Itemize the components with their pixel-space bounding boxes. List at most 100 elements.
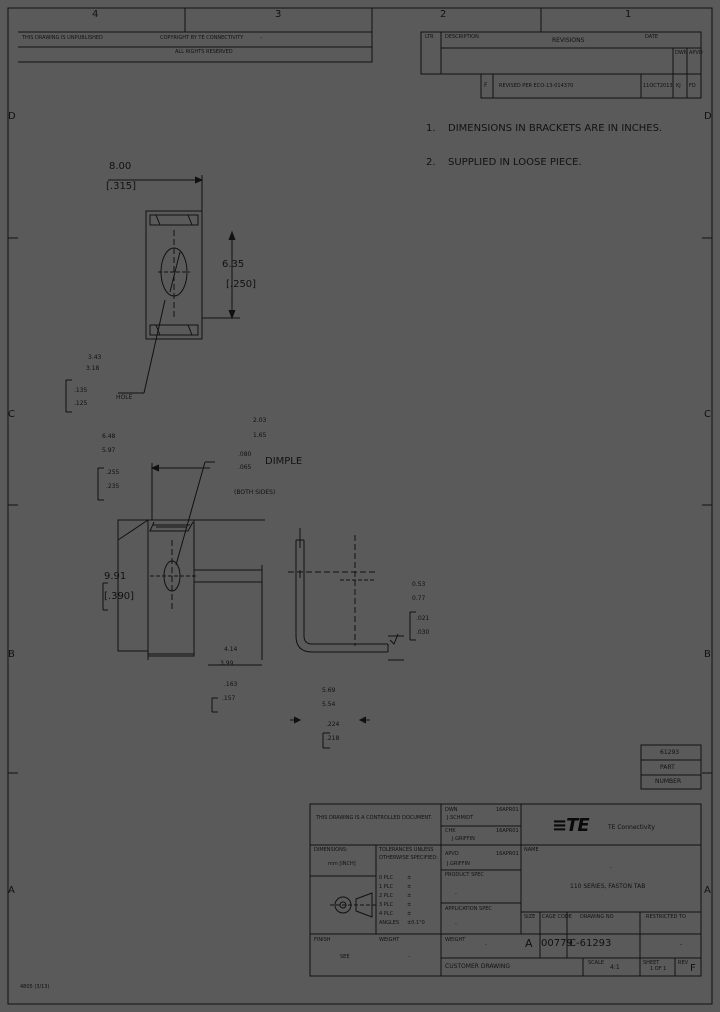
thickness-in-min: .030 <box>416 629 430 636</box>
drawing-number: C-61293 <box>569 938 612 949</box>
company-name: TE Connectivity <box>608 824 655 831</box>
thickness-in-max: .021 <box>416 615 430 622</box>
tol-row-value: ±0.1°0 <box>407 920 425 926</box>
finish-value: SEE <box>340 954 350 960</box>
zone-right-c: C <box>704 409 711 420</box>
height-mm-max: 5.69 <box>322 687 336 694</box>
drawing-title: 110 SERIES, FASTON TAB <box>570 883 646 890</box>
note-1: DIMENSIONS IN BRACKETS ARE IN INCHES. <box>448 123 663 134</box>
front-view <box>97 461 265 666</box>
both-sides-label: (BOTH SIDES) <box>234 489 276 496</box>
drawing-no-label: DRAWING NO <box>580 914 614 920</box>
part-number-box <box>640 744 702 790</box>
part-number-line2: PART <box>660 764 675 771</box>
app-spec-value: - <box>455 921 457 927</box>
tol-row-label: 4 PLC <box>379 911 394 917</box>
hole-mm-max: 3.43 <box>88 354 102 361</box>
rev-row-desc: REVISED PER ECO-13-014370 <box>499 83 574 89</box>
l2-mm-max: 4.14 <box>224 646 238 653</box>
note-2: SUPPLIED IN LOOSE PIECE. <box>448 157 582 168</box>
title-block-lines <box>309 803 702 977</box>
sheet-value: 1 OF 1 <box>650 966 667 972</box>
zone-top-2: 2 <box>440 9 447 20</box>
part-number: 61293 <box>660 749 680 756</box>
revisions-title: REVISIONS <box>552 37 585 44</box>
height-in-max: .224 <box>326 721 340 728</box>
l2-in-min: .157 <box>222 695 236 702</box>
height-mm-min: 5.54 <box>322 701 336 708</box>
zone-top-3: 3 <box>275 9 282 20</box>
hole-in-max: .135 <box>74 387 88 394</box>
sheet-label: SHEET <box>643 960 660 966</box>
chk-value: J.GRIFFIN <box>452 836 475 842</box>
tol-row-value: ± <box>407 884 412 890</box>
thickness-mm-min: 0.77 <box>412 595 426 602</box>
rev-row-ltr: F <box>484 82 488 89</box>
tol-row-label: 2 PLC <box>379 893 394 899</box>
tol-row-label: ANGLES <box>379 920 400 926</box>
bend-view <box>211 528 416 749</box>
app-spec-label: APPLICATION SPEC <box>445 906 492 912</box>
zone-top-1: 1 <box>625 9 632 20</box>
hole-in-min: .125 <box>74 400 88 407</box>
dim-width-in: [.315] <box>106 181 137 192</box>
zone-left-b: B <box>8 649 15 660</box>
tol-row-label: 1 PLC <box>379 884 394 890</box>
name-dash: - <box>610 865 612 871</box>
cage-value: 00779 <box>541 938 573 949</box>
header-line2: COPYRIGHT BY TE CONNECTIVITY <box>160 35 244 41</box>
appd-label: APVD <box>445 851 459 857</box>
rev-col-date: DATE <box>645 34 659 40</box>
zone-top-4: 4 <box>92 9 99 20</box>
rev-label: REV <box>678 960 689 966</box>
w-mm-min: 5.97 <box>102 447 116 454</box>
scale-label: SCALE <box>588 960 605 966</box>
dimple-mm-min: 1.65 <box>253 432 267 439</box>
date-appd: 16APR01 <box>496 851 519 857</box>
thickness-mm-max: 0.53 <box>412 581 426 588</box>
chk-label: CHK <box>445 828 456 834</box>
zone-left-a: A <box>8 885 15 896</box>
dwn-value: J.SCHMIDT <box>447 815 474 821</box>
scale-value: 4:1 <box>610 964 620 971</box>
dim-width-mm: 8.00 <box>109 161 132 172</box>
dimensions-label: DIMENSIONS: <box>314 847 348 853</box>
finish-label: FINISH <box>314 937 331 943</box>
cage-label: CAGE CODE <box>542 914 572 920</box>
rev-col-apvd: APVD <box>689 50 703 56</box>
tol-row-value: ± <box>407 875 412 881</box>
rev-col-dwn: DWN <box>675 50 688 56</box>
dimple-in-min: .065 <box>238 464 252 471</box>
product-spec-label: PRODUCT SPEC <box>445 872 484 878</box>
zone-right-a: A <box>704 885 711 896</box>
weight-label-2: WEIGHT <box>445 937 466 943</box>
name-label: NAME <box>524 847 539 853</box>
w-in-min: .235 <box>106 483 120 490</box>
rev-value: F <box>690 963 696 974</box>
restricted-value: - <box>680 941 683 948</box>
part-number-line3: NUMBER <box>655 778 682 785</box>
note-2-number: 2. <box>426 157 436 168</box>
weight-label: WEIGHT <box>379 937 400 943</box>
tol-row-value: ± <box>407 902 412 908</box>
top-view <box>65 175 240 413</box>
hole-mm-min: 3.18 <box>86 365 100 372</box>
w-in-max: .255 <box>106 469 120 476</box>
restricted-label: RESTRICTED TO <box>646 914 686 920</box>
rev-row-dwn: KJ <box>676 83 681 89</box>
appd-value: J.GRIFFIN <box>447 861 470 867</box>
tol-row-label: 3 PLC <box>379 902 394 908</box>
dimensions-value: mm [INCH] <box>328 861 356 867</box>
header-dash: - <box>260 35 262 41</box>
zone-right-b: B <box>704 649 711 660</box>
controlled-doc: THIS DRAWING IS A CONTROLLED DOCUMENT. <box>316 815 433 821</box>
product-spec-value: - <box>455 891 457 897</box>
tol-row-value: ± <box>407 893 412 899</box>
te-logo: ≡TE <box>552 815 590 836</box>
dimple-in-max: .080 <box>238 451 252 458</box>
tol-row-label: 0 PLC <box>379 875 394 881</box>
dimple-label: DIMPLE <box>265 456 303 467</box>
w-mm-max: 6.48 <box>102 433 116 440</box>
